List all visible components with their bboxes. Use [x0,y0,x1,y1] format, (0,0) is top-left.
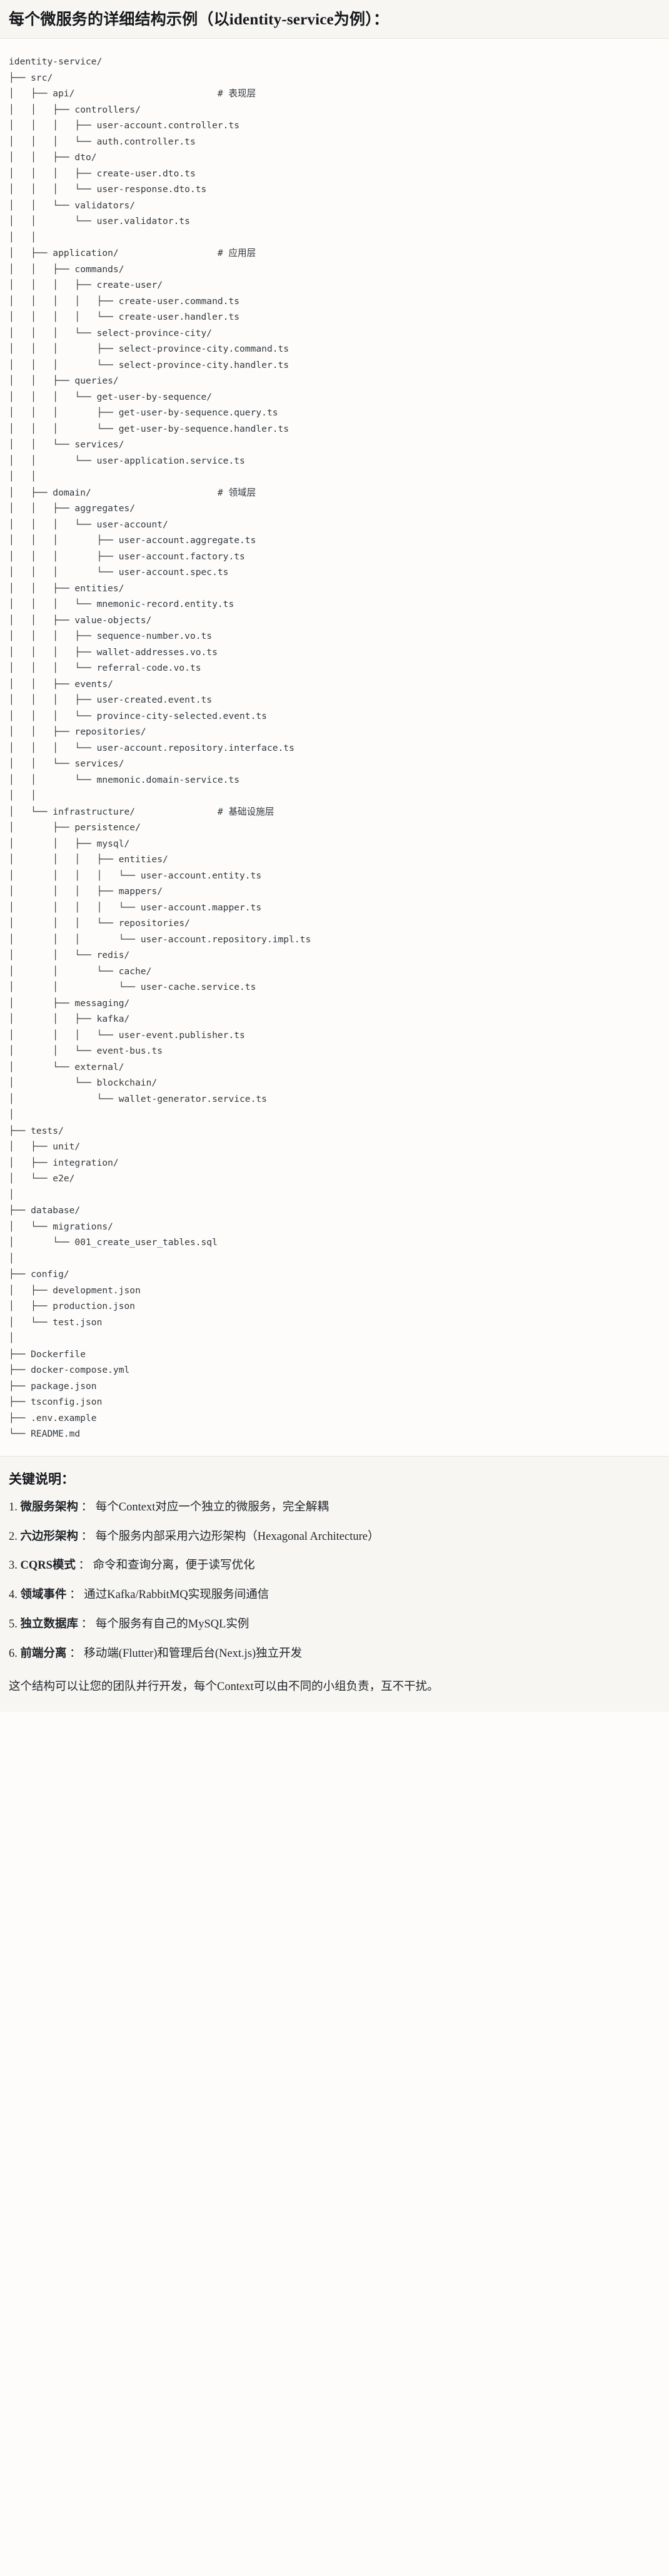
note-separator: ： [81,1500,93,1514]
key-notes-section: 关键说明： 1. 微服务架构 ： 每个Context对应一个独立的微服务，完全解… [0,1455,669,1713]
note-text: 命令和查询分离，便于读写优化 [93,1559,255,1572]
note-label: 前端分离 [20,1647,67,1660]
note-label: 独立数据库 [20,1618,79,1631]
list-item: 1. 微服务架构 ： 每个Context对应一个独立的微服务，完全解耦 [9,1499,660,1516]
note-label: CQRS模式 [20,1559,76,1572]
directory-tree: identity-service/ ├── src/ │ ├── api/ # … [9,56,311,1440]
list-item: 2. 六边形架构 ： 每个服务内部采用六边形架构（Hexagonal Archi… [9,1529,660,1545]
note-text: 每个Context对应一个独立的微服务，完全解耦 [95,1500,329,1514]
note-text: 移动端(Flutter)和管理后台(Next.js)独立开发 [84,1647,303,1660]
note-number: 4. [9,1589,18,1602]
note-number: 1. [9,1500,18,1514]
header-band: 每个微服务的详细结构示例（以identity-service为例）： [0,0,669,39]
note-number: 6. [9,1647,18,1660]
note-separator: ： [69,1589,81,1602]
key-notes-list: 1. 微服务架构 ： 每个Context对应一个独立的微服务，完全解耦 2. 六… [9,1499,660,1662]
note-label: 六边形架构 [20,1530,79,1543]
note-separator: ： [81,1618,93,1631]
list-item: 4. 领域事件 ： 通过Kafka/RabbitMQ实现服务间通信 [9,1587,660,1604]
note-number: 2. [9,1530,18,1543]
note-text: 每个服务内部采用六边形架构（Hexagonal Architecture） [95,1530,380,1543]
note-number: 3. [9,1559,18,1572]
list-item: 5. 独立数据库 ： 每个服务有自己的MySQL实例 [9,1616,660,1633]
note-separator: ： [78,1559,91,1572]
note-separator: ： [69,1647,81,1660]
note-label: 领域事件 [20,1589,67,1602]
list-item: 6. 前端分离 ： 移动端(Flutter)和管理后台(Next.js)独立开发 [9,1646,660,1662]
page-root: 每个微服务的详细结构示例（以identity-service为例）： ident… [0,0,669,1713]
note-separator: ： [81,1530,93,1543]
note-label: 微服务架构 [20,1500,79,1514]
list-item: 3. CQRS模式 ： 命令和查询分离，便于读写优化 [9,1557,660,1574]
page-title: 每个微服务的详细结构示例（以identity-service为例）： [9,11,390,28]
note-text: 每个服务有自己的MySQL实例 [95,1618,249,1631]
directory-tree-block: identity-service/ ├── src/ │ ├── api/ # … [0,39,669,1456]
key-notes-title: 关键说明： [9,1471,74,1487]
note-text: 通过Kafka/RabbitMQ实现服务间通信 [84,1589,269,1602]
key-notes-footer: 这个结构可以让您的团队并行开发，每个Context可以由不同的小组负责，互不干扰… [9,1680,439,1693]
note-number: 5. [9,1618,18,1631]
